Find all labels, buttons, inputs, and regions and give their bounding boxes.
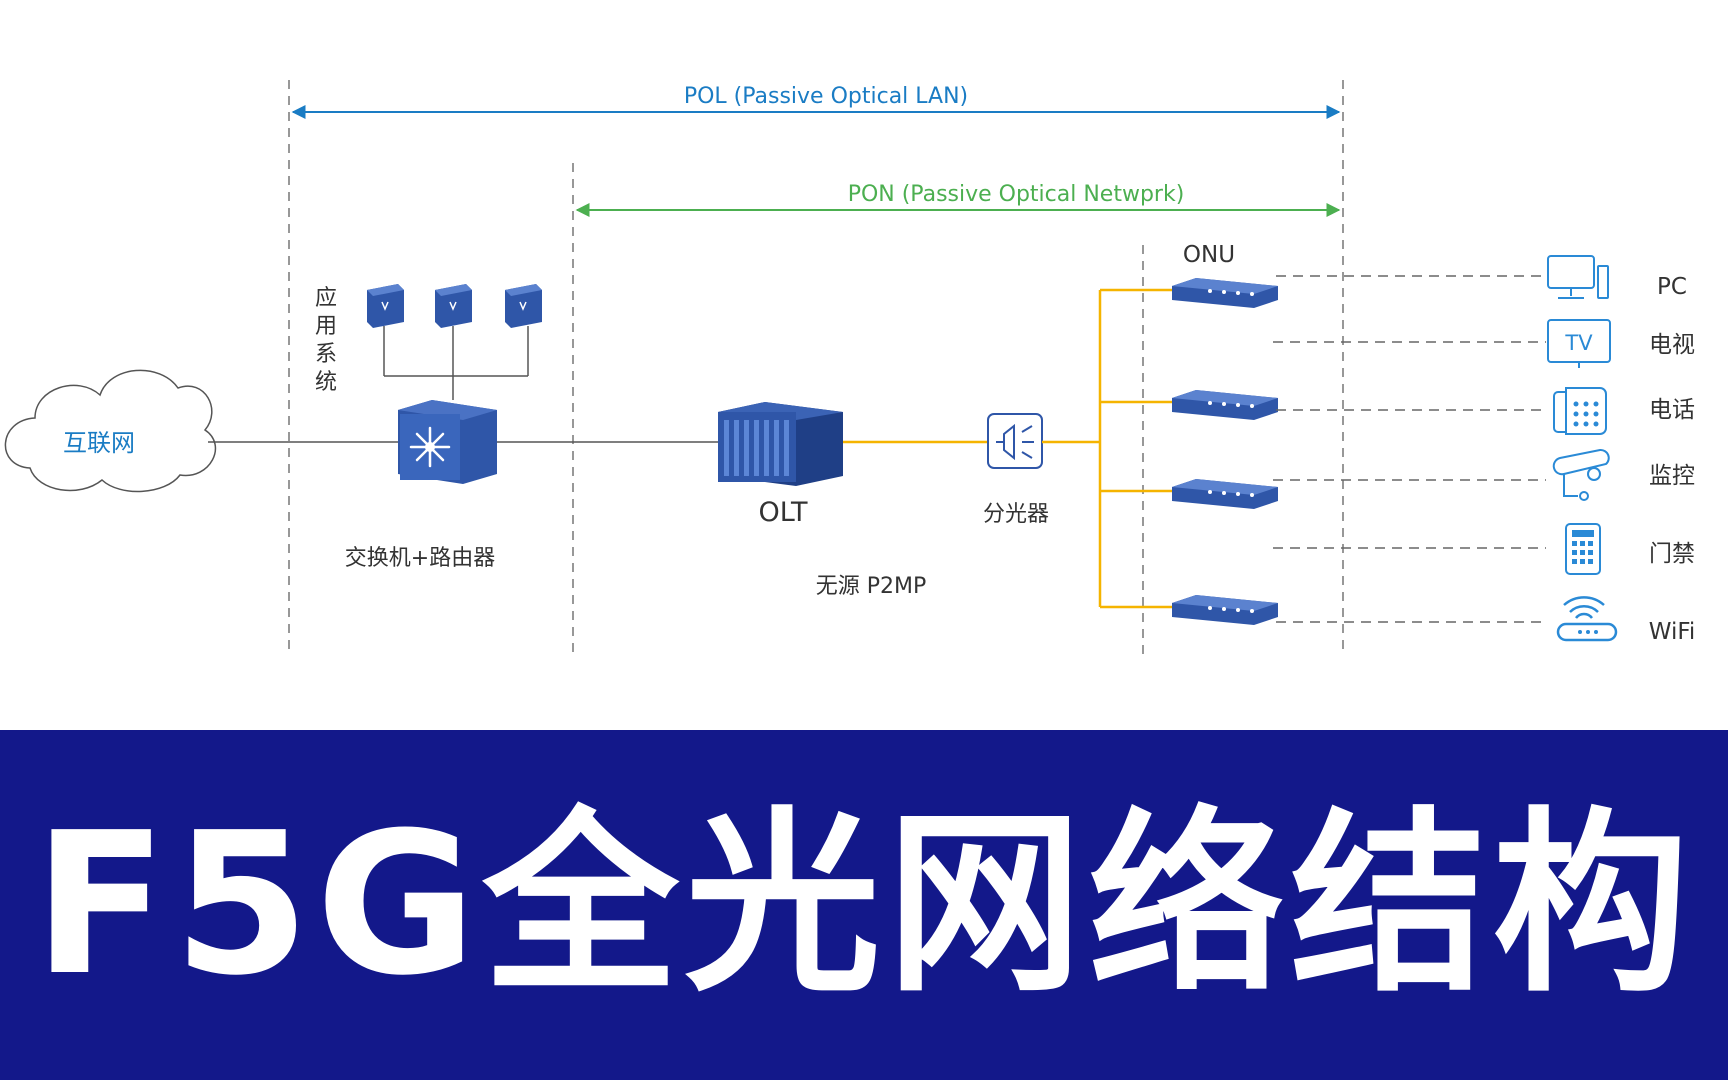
endpoint-labels: PC 电视 电话 监控 门禁 WiFi xyxy=(1649,274,1696,645)
endpoint-label-phone: 电话 xyxy=(1649,397,1695,423)
internet-cloud-icon xyxy=(4,369,217,493)
pol-label: POL (Passive Optical LAN) xyxy=(684,84,968,109)
onu-devices xyxy=(1172,278,1278,625)
app-system-label: 应 用 系 统 xyxy=(315,286,337,395)
onu-icon xyxy=(1172,479,1278,509)
fiber-distribution xyxy=(1042,288,1172,609)
banner-title: F5G全光网络结构 xyxy=(33,791,1695,1019)
wifi-router-icon xyxy=(1556,596,1618,642)
boundary-lines xyxy=(288,80,1344,655)
network-diagram: POL (Passive Optical LAN) PON (Passive O… xyxy=(4,80,1696,655)
keypad-icon xyxy=(1565,523,1601,575)
onu-icon xyxy=(1172,595,1278,625)
onu-icon xyxy=(1172,390,1278,420)
splitter-label: 分光器 xyxy=(983,502,1049,527)
switch-router-icon xyxy=(398,400,497,484)
app-system-char: 应 xyxy=(315,286,337,311)
app-system-char: 统 xyxy=(315,370,337,395)
endpoint-label-camera: 监控 xyxy=(1649,463,1695,489)
endpoint-label-access-control: 门禁 xyxy=(1649,541,1695,567)
pc-icon xyxy=(1547,255,1609,299)
title-banner: F5G全光网络结构 xyxy=(0,730,1728,1080)
onu-label: ONU xyxy=(1183,242,1235,268)
splitter-icon xyxy=(987,413,1043,469)
switch-router-label: 交换机+路由器 xyxy=(345,546,495,571)
server-icon xyxy=(435,284,472,328)
endpoint-label-wifi: WiFi xyxy=(1649,619,1696,645)
server-icon xyxy=(505,284,542,328)
camera-icon xyxy=(1552,448,1610,501)
endpoint-links xyxy=(1273,275,1546,623)
olt-icon xyxy=(718,402,843,486)
endpoint-label-pc: PC xyxy=(1657,274,1687,300)
onu-icon xyxy=(1172,278,1278,308)
olt-label: OLT xyxy=(758,497,808,528)
app-servers xyxy=(367,284,542,400)
app-system-char: 用 xyxy=(315,314,337,339)
tv-icon-text: TV xyxy=(1564,331,1593,355)
tv-icon: TV xyxy=(1547,319,1611,368)
phone-icon xyxy=(1553,387,1607,435)
endpoint-label-tv: 电视 xyxy=(1649,332,1695,358)
app-system-char: 系 xyxy=(315,342,337,367)
passive-p2mp-label: 无源 P2MP xyxy=(816,574,927,599)
internet-label: 互联网 xyxy=(63,429,135,457)
server-icon xyxy=(367,284,404,328)
pon-label: PON (Passive Optical Netwprk) xyxy=(848,182,1185,207)
